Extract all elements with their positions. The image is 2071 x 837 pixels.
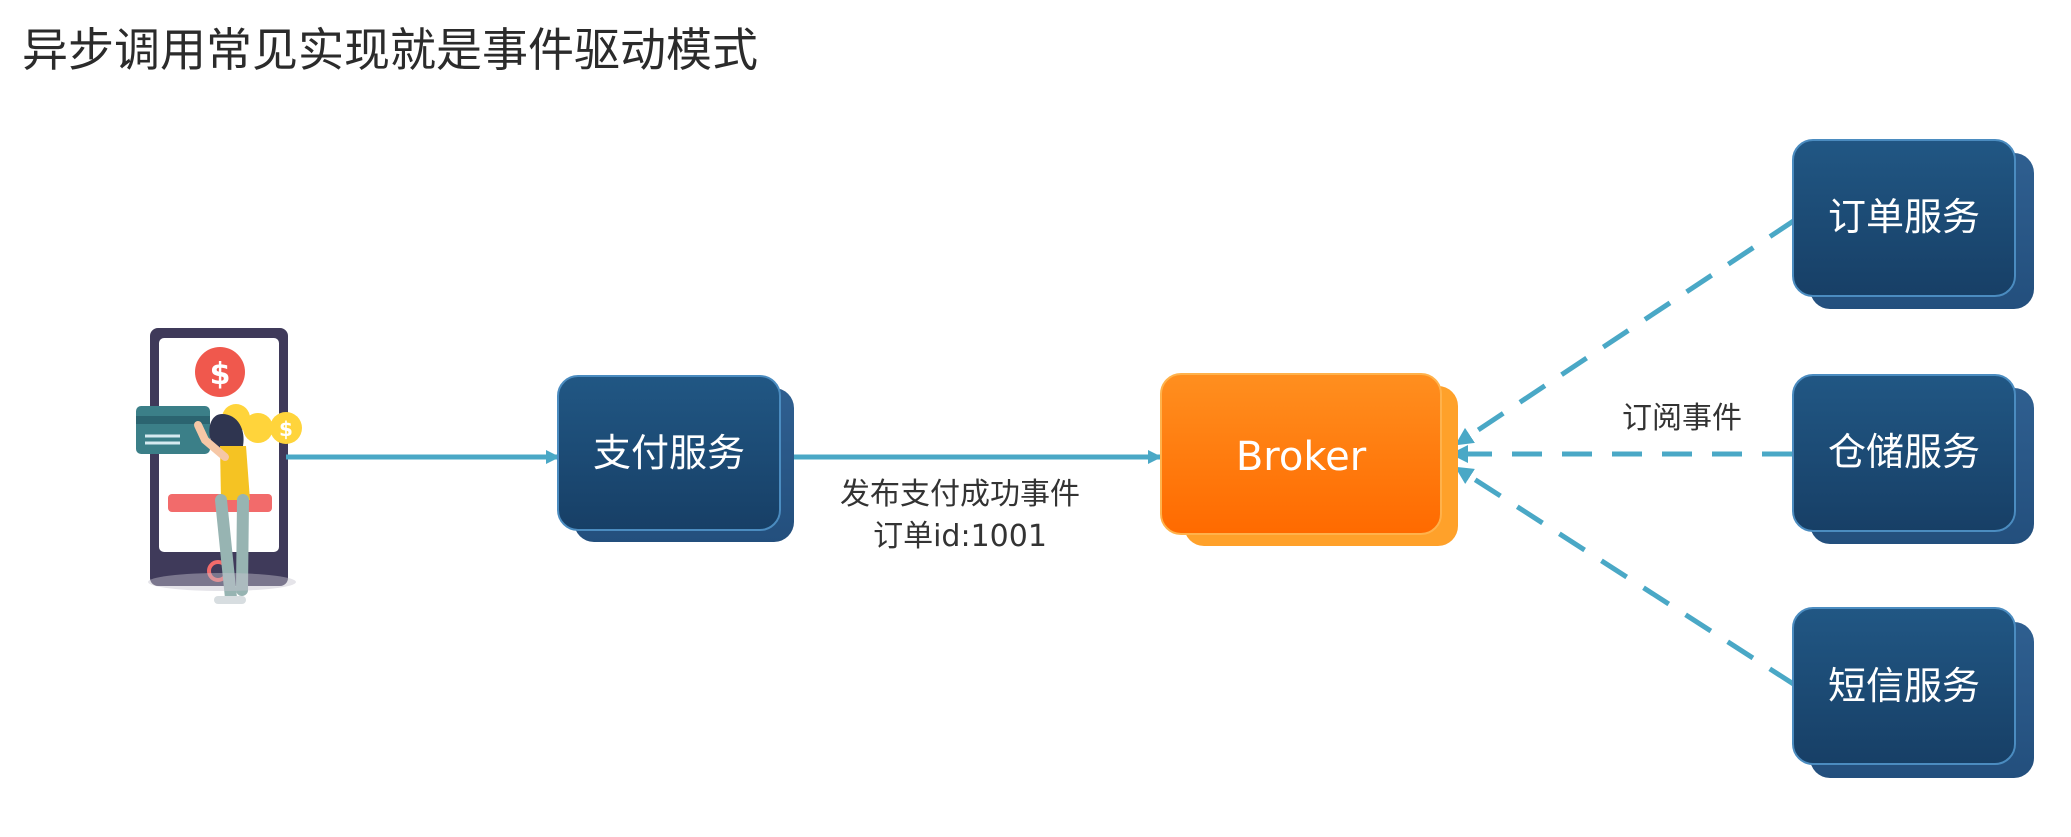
coin-symbol: $ [210, 357, 231, 392]
mobile-payment-illustration: $ $ [136, 328, 302, 604]
storage-service-node: 仓储服务 [1792, 374, 2034, 544]
coin-symbol-small: $ [279, 417, 293, 441]
sms-subscribe-arrow [1454, 466, 1797, 688]
subscribe-event-label: 订阅事件 [1622, 401, 1742, 436]
order-service-label: 订单服务 [1828, 195, 1980, 239]
order-subscribe-arrow [1454, 217, 1797, 446]
payment-service-node: 支付服务 [557, 375, 794, 542]
storage-service-label: 仓储服务 [1828, 430, 1980, 474]
payment-service-label: 支付服务 [593, 431, 745, 475]
sms-service-label: 短信服务 [1828, 664, 1980, 708]
broker-label: Broker [1236, 434, 1367, 480]
broker-node: Broker [1160, 373, 1458, 546]
page-title: 异步调用常见实现就是事件驱动模式 [22, 23, 758, 77]
order-service-node: 订单服务 [1792, 139, 2034, 309]
publish-event-label-line2: 订单id:1001 [873, 519, 1047, 554]
publish-event-label-line1: 发布支付成功事件 [840, 477, 1080, 512]
sms-service-node: 短信服务 [1792, 607, 2034, 778]
